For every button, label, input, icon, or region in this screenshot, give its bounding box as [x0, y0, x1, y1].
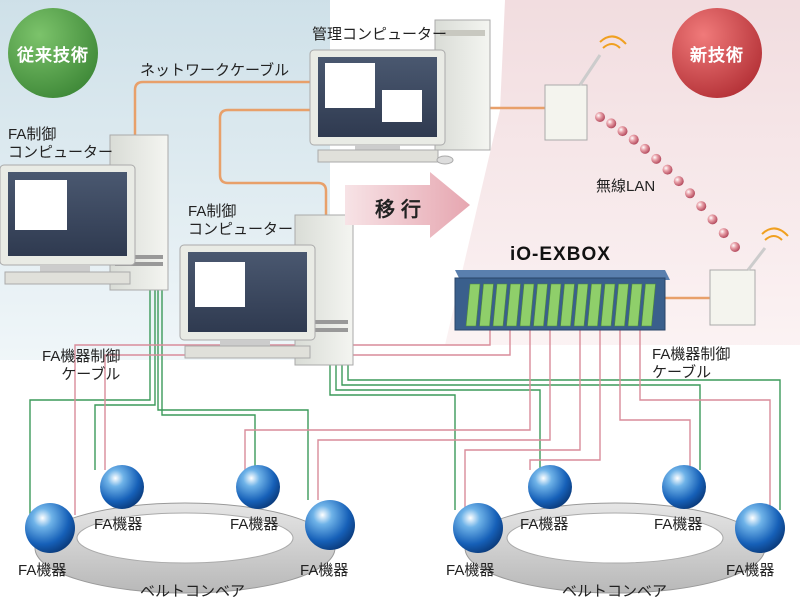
fa-pc-2-label: FA制御 コンピューター — [188, 203, 294, 238]
fa-device-label: FA機器 — [520, 516, 569, 533]
fa-device-label: FA機器 — [300, 562, 349, 579]
fa-device-label: FA機器 — [18, 562, 67, 579]
management-pc-label: 管理コンピューター — [312, 26, 448, 43]
fa-device-spheres — [25, 465, 785, 553]
io-exbox-label: iO-EXBOX — [510, 244, 611, 265]
exbox-slot — [533, 283, 548, 327]
exbox-slot — [573, 283, 589, 327]
fa-device-label: FA機器 — [446, 562, 495, 579]
fa-computer-1 — [0, 134, 169, 291]
io-exbox — [454, 270, 670, 331]
wireless-dot — [595, 112, 605, 122]
fa-pc-1-label: FA制御 コンピューター — [8, 126, 114, 161]
legacy-tech-badge: 従来技術 — [8, 8, 98, 98]
fa-cable-left-label: FA機器制御 ケーブル — [42, 348, 121, 383]
wireless-dot — [662, 164, 673, 175]
exbox-pink-cables — [74, 330, 771, 515]
wireless-dot — [617, 126, 628, 137]
fa-device-sphere — [453, 503, 503, 553]
wireless-dot — [718, 228, 729, 239]
wireless-dot — [696, 201, 707, 212]
management-computer — [309, 19, 491, 165]
wireless-dot — [628, 134, 639, 145]
fa-cable-right-label: FA機器制御 ケーブル — [652, 346, 731, 381]
fa-computer-2 — [179, 214, 354, 366]
exbox-slot — [492, 283, 508, 327]
exbox-slot — [600, 283, 616, 327]
wireless-dot — [651, 153, 662, 164]
migrate-arrow — [345, 172, 470, 238]
new-tech-badge: 新技術 — [672, 8, 762, 98]
wireless-dot — [730, 242, 740, 252]
exbox-slot — [479, 283, 494, 327]
fa-device-label: FA機器 — [654, 516, 703, 533]
wireless-dot — [606, 118, 617, 129]
exbox-slot — [546, 283, 562, 327]
exbox-slot — [627, 283, 643, 327]
fa-device-sphere — [528, 465, 572, 509]
fa-device-label: FA機器 — [94, 516, 143, 533]
conveyor-left-label: ベルトコンベア — [140, 583, 246, 600]
fa-device-label: FA機器 — [230, 516, 279, 533]
network-cable-label: ネットワークケーブル — [140, 62, 290, 79]
wireless-dot — [640, 143, 650, 154]
migrate-label: 移行 — [375, 199, 427, 221]
conveyor-right-label: ベルトコンベア — [562, 583, 668, 600]
wireless-dot — [673, 176, 684, 187]
exbox-slot — [465, 283, 481, 327]
fa-device-label: FA機器 — [726, 562, 775, 579]
fa-device-sphere — [735, 503, 785, 553]
exbox-slot — [587, 283, 602, 327]
fa-device-sphere — [236, 465, 280, 509]
fa-device-sphere — [662, 465, 706, 509]
wireless-ap-top — [544, 35, 627, 141]
wireless-dot — [685, 188, 695, 199]
wireless-dot — [707, 214, 718, 225]
fa-device-sphere — [100, 465, 144, 509]
conveyor-left — [34, 502, 336, 594]
fa-device-sphere — [305, 500, 355, 550]
wireless-signal-dots — [595, 112, 740, 252]
exbox-slot — [560, 283, 575, 327]
exbox-slot — [614, 283, 629, 327]
exbox-slot — [641, 283, 656, 327]
wireless-lan-label: 無線LAN — [596, 178, 656, 195]
conveyor-right — [464, 502, 766, 594]
fa-device-sphere — [25, 503, 75, 553]
wireless-ap-right — [709, 227, 789, 326]
exbox-slot — [506, 283, 521, 327]
exbox-slot — [519, 283, 535, 327]
